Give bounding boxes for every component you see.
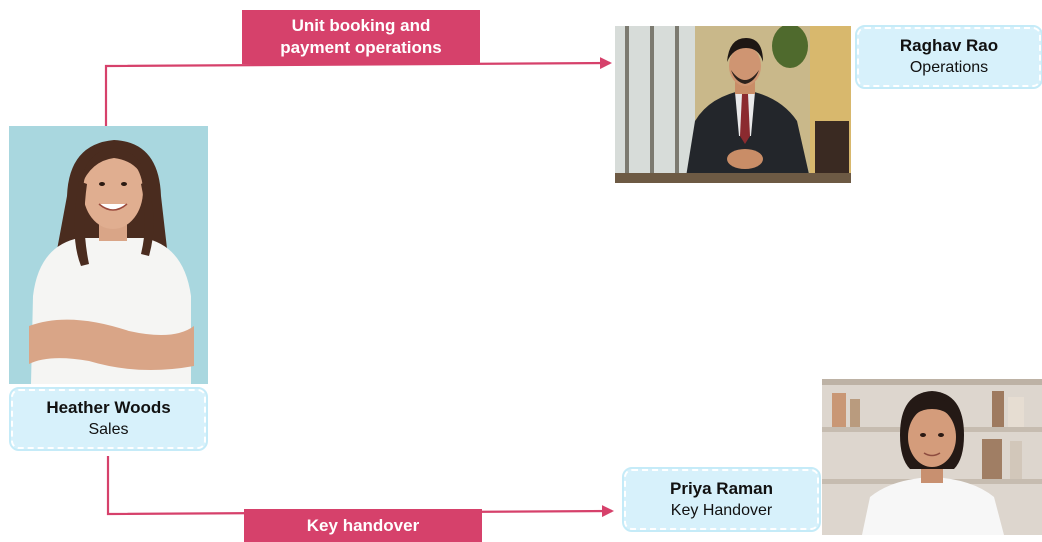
- priya-name: Priya Raman: [670, 478, 773, 498]
- heather-photo: [9, 126, 208, 384]
- priya-card: Priya Raman Key Handover: [622, 467, 821, 532]
- raghav-card: Raghav Rao Operations: [855, 25, 1042, 89]
- heather-role: Sales: [88, 421, 129, 438]
- flow-label-booking-line1: Unit booking and: [291, 16, 431, 35]
- raghav-photo: [615, 26, 851, 183]
- flow-label-handover: Key handover: [244, 509, 482, 542]
- flow-label-booking: Unit booking and payment operations: [242, 10, 480, 64]
- flow-label-handover-text: Key handover: [306, 515, 420, 535]
- raghav-role: Operations: [909, 59, 989, 76]
- flow-arrow-booking: [104, 57, 612, 126]
- heather-name: Heather Woods: [46, 398, 171, 417]
- flow-arrow-handover: [106, 456, 614, 518]
- priya-photo: [822, 379, 1042, 535]
- heather-card: Heather Woods Sales: [9, 387, 208, 451]
- flow-label-booking-line2: payment operations: [280, 38, 442, 57]
- raghav-name: Raghav Rao: [899, 36, 999, 55]
- priya-role: Key Handover: [670, 501, 773, 519]
